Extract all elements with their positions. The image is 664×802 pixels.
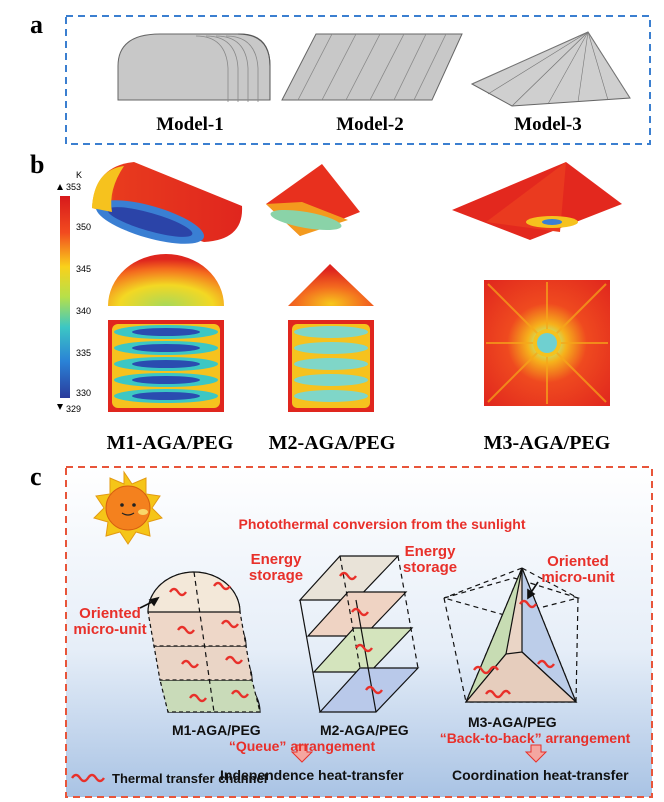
oriented-left-line1: Oriented <box>79 605 141 622</box>
m1-sample-label: M1-AGA/PEG <box>106 432 234 454</box>
model-1-label: Model-1 <box>156 114 224 135</box>
panel-b-letter: b <box>30 150 45 179</box>
oriented-left-line2: micro-unit <box>73 621 147 638</box>
colorbar-tick-345: 345 <box>76 264 92 274</box>
m3-label-c: M3-AGA/PEG <box>468 714 557 730</box>
model-1-shape <box>117 33 271 102</box>
m3-sample-label: M3-AGA/PEG <box>483 432 611 454</box>
panel-c-letter: c <box>30 462 42 491</box>
model-2-label: Model-2 <box>336 114 404 135</box>
colorbar-max: 353 <box>66 182 82 192</box>
energy-storage-1-line1: Energy <box>250 551 302 568</box>
independence-heat-transfer: Independence heat-transfer <box>220 767 404 783</box>
colorbar-tick-340: 340 <box>76 306 92 316</box>
energy-storage-2-line2: storage <box>402 559 458 576</box>
colorbar-tick-350: 350 <box>76 222 92 232</box>
coordination-heat-transfer: Coordination heat-transfer <box>452 767 629 783</box>
model-3-label: Model-3 <box>514 114 582 135</box>
colorbar-tick-335: 335 <box>76 348 92 358</box>
m2-sample-label: M2-AGA/PEG <box>268 432 396 454</box>
energy-storage-1-line2: storage <box>248 567 304 584</box>
m1-label-c: M1-AGA/PEG <box>172 722 261 738</box>
back-to-back-arrangement: “Back-to-back” arrangement <box>439 730 631 746</box>
colorbar-min: 329 <box>66 404 82 414</box>
queue-arrangement: “Queue” arrangement <box>228 738 376 754</box>
photothermal-title: Photothermal conversion from the sunligh… <box>238 516 526 532</box>
sun-icon <box>93 470 163 545</box>
panel-a-letter: a <box>30 10 43 39</box>
colorbar-tick-330: 330 <box>76 388 92 398</box>
oriented-right-line1: Oriented <box>547 553 609 570</box>
m2-label-c: M2-AGA/PEG <box>320 722 409 738</box>
model-2-shape <box>281 33 463 101</box>
colorbar-unit: K <box>76 170 83 180</box>
energy-storage-2-line1: Energy <box>404 543 456 560</box>
oriented-right-line2: micro-unit <box>541 569 615 586</box>
legend-thermal-channel: Thermal transfer channel <box>112 771 268 786</box>
panel-a-frame <box>65 15 651 145</box>
model-3-shape <box>470 31 631 107</box>
